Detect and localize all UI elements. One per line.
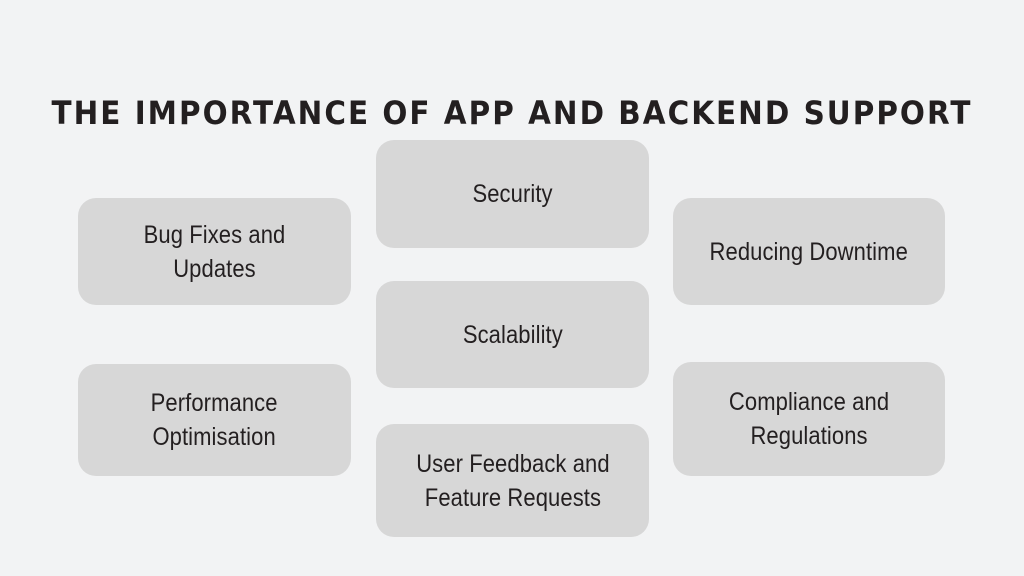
card-performance-optimisation[interactable]: Performance Optimisation — [78, 364, 351, 476]
card-label: Security — [472, 180, 553, 208]
card-label: Reducing Downtime — [709, 237, 909, 266]
card-label: User Feedback and Feature Requests — [415, 449, 610, 512]
card-compliance-and-regulations[interactable]: Compliance and Regulations — [673, 362, 945, 476]
card-label: Scalability — [462, 320, 563, 349]
card-security[interactable]: Security — [376, 140, 649, 248]
card-reducing-downtime[interactable]: Reducing Downtime — [673, 198, 945, 305]
card-label: Bug Fixes and Updates — [143, 220, 286, 283]
card-bug-fixes-and-updates[interactable]: Bug Fixes and Updates — [78, 198, 351, 305]
card-scalability[interactable]: Scalability — [376, 281, 649, 388]
card-label: Compliance and Regulations — [728, 388, 890, 450]
page-title: The Importance of App and Backend Suppor… — [51, 94, 973, 133]
card-label: Performance Optimisation — [151, 389, 278, 451]
card-user-feedback-and-feature-requests[interactable]: User Feedback and Feature Requests — [376, 424, 649, 537]
